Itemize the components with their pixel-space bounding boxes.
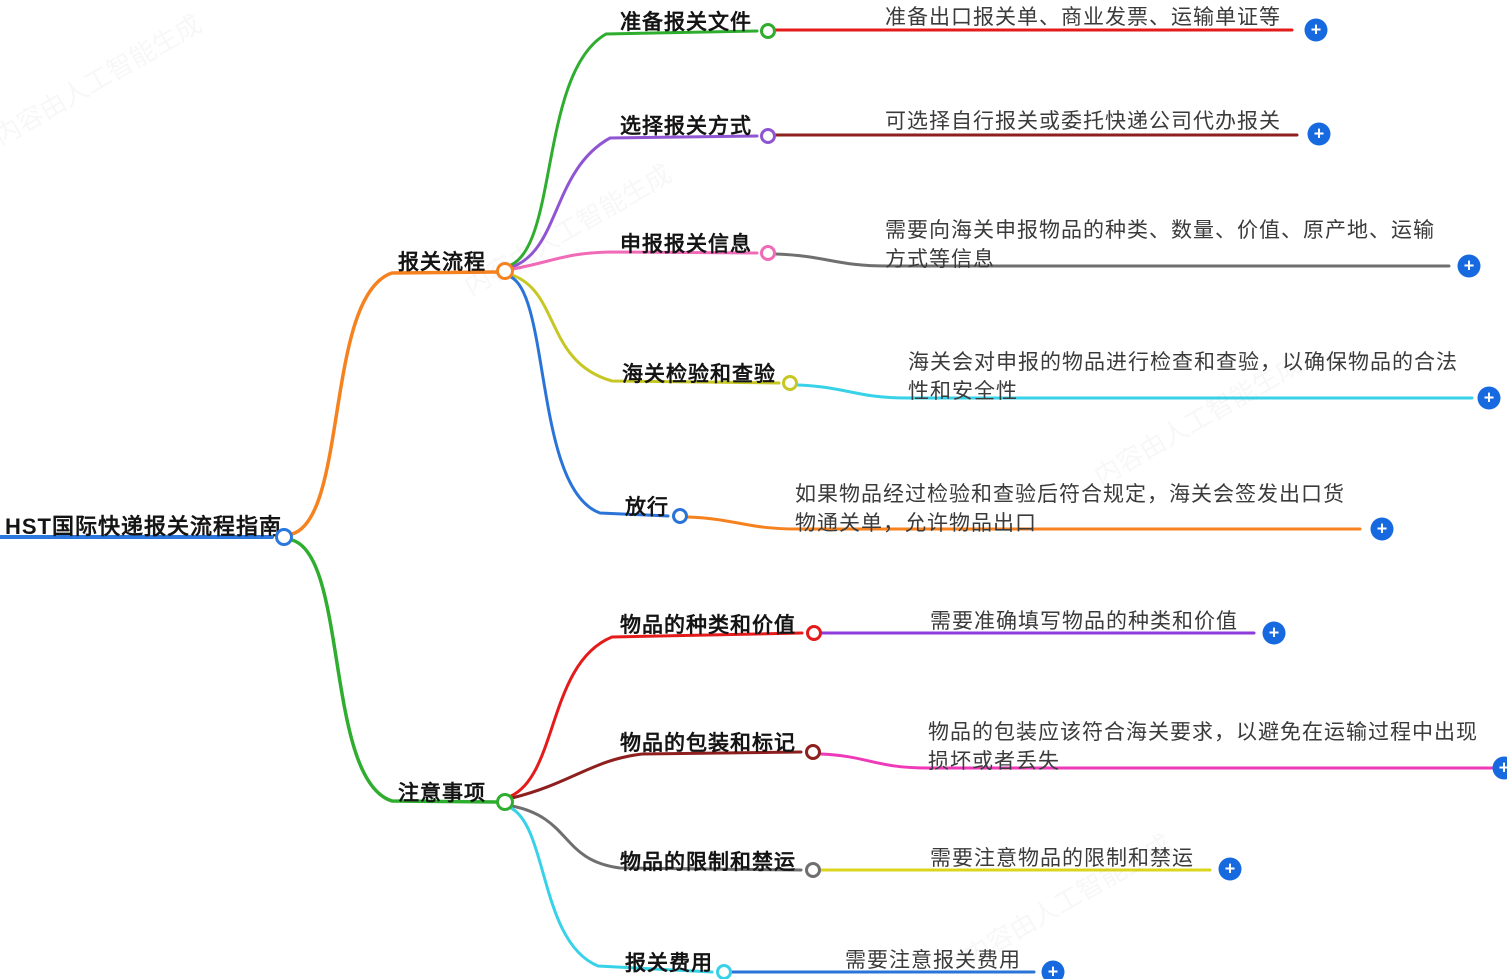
branch-line-fees xyxy=(509,806,714,974)
topic-label-type-value[interactable]: 物品的种类和价值 xyxy=(620,614,796,637)
add-child-button[interactable]: + xyxy=(1477,386,1501,410)
topic-label-packing-marking[interactable]: 物品的包装和标记 xyxy=(620,732,796,755)
detail-text-restrictions[interactable]: 需要注意物品的限制和禁运 xyxy=(930,847,1194,870)
topic-label-fees[interactable]: 报关费用 xyxy=(625,952,713,975)
detail-text-choose-method[interactable]: 可选择自行报关或委托快递公司代办报关 xyxy=(885,110,1281,133)
branch-line-type-value xyxy=(509,631,804,798)
node-connector-inspection[interactable] xyxy=(782,375,798,391)
node-connector-restrictions[interactable] xyxy=(805,862,821,878)
detail-line-inspection xyxy=(796,383,1474,400)
node-connector-declare-info[interactable] xyxy=(760,245,776,261)
branch-label-customs-process[interactable]: 报关流程 xyxy=(398,251,486,274)
add-child-button[interactable]: + xyxy=(1307,122,1331,146)
add-child-button[interactable]: + xyxy=(1457,254,1481,278)
branch-line-customs-process xyxy=(290,270,499,536)
topic-label-inspection[interactable]: 海关检验和查验 xyxy=(622,363,776,386)
detail-text-packing-marking[interactable]: 物品的包装应该符合海关要求，以避免在运输过程中出现损坏或者丢失 xyxy=(928,721,1478,773)
add-child-button[interactable]: + xyxy=(1041,960,1065,979)
detail-line-declare-info xyxy=(774,252,1451,268)
node-connector-release[interactable] xyxy=(672,508,688,524)
node-connector-prepare-docs[interactable] xyxy=(760,23,776,39)
detail-line-packing-marking xyxy=(819,752,1498,770)
root-node-connector[interactable] xyxy=(275,528,293,546)
add-child-button[interactable]: + xyxy=(1218,857,1242,881)
detail-line-release xyxy=(686,515,1362,531)
branch-line-restrictions xyxy=(510,804,803,872)
branch-line-inspection xyxy=(510,273,781,385)
add-child-button[interactable]: + xyxy=(1370,517,1394,541)
node-connector-packing-marking[interactable] xyxy=(805,744,821,760)
node-connector-type-value[interactable] xyxy=(806,625,822,641)
branch-line-choose-method xyxy=(510,134,759,269)
add-child-button[interactable]: + xyxy=(1492,756,1507,780)
topic-label-restrictions[interactable]: 物品的限制和禁运 xyxy=(620,851,796,874)
branch-line-declare-info xyxy=(511,250,759,271)
detail-text-declare-info[interactable]: 需要向海关申报物品的种类、数量、价值、原产地、运输方式等信息 xyxy=(885,219,1435,271)
branch-line-release xyxy=(509,275,670,518)
add-child-button[interactable]: + xyxy=(1262,621,1286,645)
topic-label-release[interactable]: 放行 xyxy=(625,496,669,519)
topic-label-choose-method[interactable]: 选择报关方式 xyxy=(620,115,752,138)
node-connector-choose-method[interactable] xyxy=(760,128,776,144)
topic-label-declare-info[interactable]: 申报报关信息 xyxy=(620,233,752,256)
topic-label-prepare-docs[interactable]: 准备报关文件 xyxy=(620,11,752,34)
detail-text-release[interactable]: 如果物品经过检验和查验后符合规定，海关会签发出口货物通关单，允许物品出口 xyxy=(795,483,1345,535)
branch-line-precautions xyxy=(290,538,499,804)
node-connector-precautions[interactable] xyxy=(496,793,514,811)
branch-line-packing-marking xyxy=(510,750,803,800)
add-child-button[interactable]: + xyxy=(1304,18,1328,42)
detail-text-prepare-docs[interactable]: 准备出口报关单、商业发票、运输单证等 xyxy=(885,6,1281,29)
root-topic-label[interactable]: HST国际快递报关流程指南 xyxy=(5,514,283,539)
node-connector-customs-process[interactable] xyxy=(496,262,514,280)
branch-label-precautions[interactable]: 注意事项 xyxy=(398,782,486,805)
detail-text-inspection[interactable]: 海关会对申报的物品进行检查和查验，以确保物品的合法性和安全性 xyxy=(908,351,1458,403)
node-connector-fees[interactable] xyxy=(716,964,732,979)
branch-line-prepare-docs xyxy=(509,29,759,267)
detail-text-fees[interactable]: 需要注意报关费用 xyxy=(845,949,1021,972)
detail-text-type-value[interactable]: 需要准确填写物品的种类和价值 xyxy=(930,610,1238,633)
